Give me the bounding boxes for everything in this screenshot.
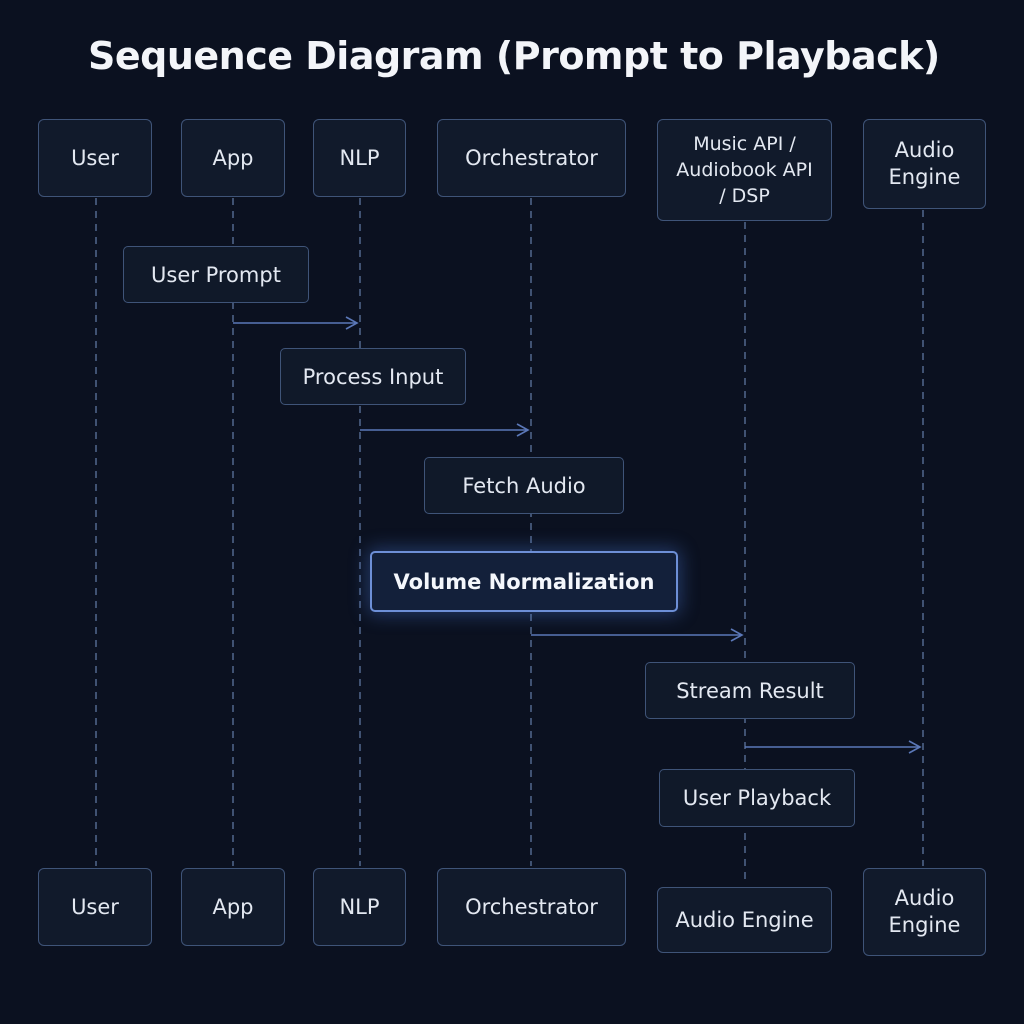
participant-bottom-user: User bbox=[38, 868, 152, 946]
message-fetch-audio: Fetch Audio bbox=[424, 457, 624, 514]
message-user-prompt: User Prompt bbox=[123, 246, 309, 303]
message-volume-normalization: Volume Normalization bbox=[370, 551, 678, 612]
participant-bottom-audio-engine: Audio Engine bbox=[863, 868, 986, 956]
participant-bottom-audio-engine-mid: Audio Engine bbox=[657, 887, 832, 953]
message-user-playback: User Playback bbox=[659, 769, 855, 827]
participant-bottom-app: App bbox=[181, 868, 285, 946]
diagram-title: Sequence Diagram (Prompt to Playback) bbox=[88, 34, 940, 78]
message-stream-result: Stream Result bbox=[645, 662, 855, 719]
participant-top-audio-engine: Audio Engine bbox=[863, 119, 986, 209]
participant-top-orchestrator: Orchestrator bbox=[437, 119, 626, 197]
participant-bottom-nlp: NLP bbox=[313, 868, 406, 946]
participant-top-nlp: NLP bbox=[313, 119, 406, 197]
participant-bottom-orchestrator: Orchestrator bbox=[437, 868, 626, 946]
participant-top-music-api: Music API / Audiobook API / DSP bbox=[657, 119, 832, 221]
participant-top-app: App bbox=[181, 119, 285, 197]
participant-top-user: User bbox=[38, 119, 152, 197]
message-process-input: Process Input bbox=[280, 348, 466, 405]
